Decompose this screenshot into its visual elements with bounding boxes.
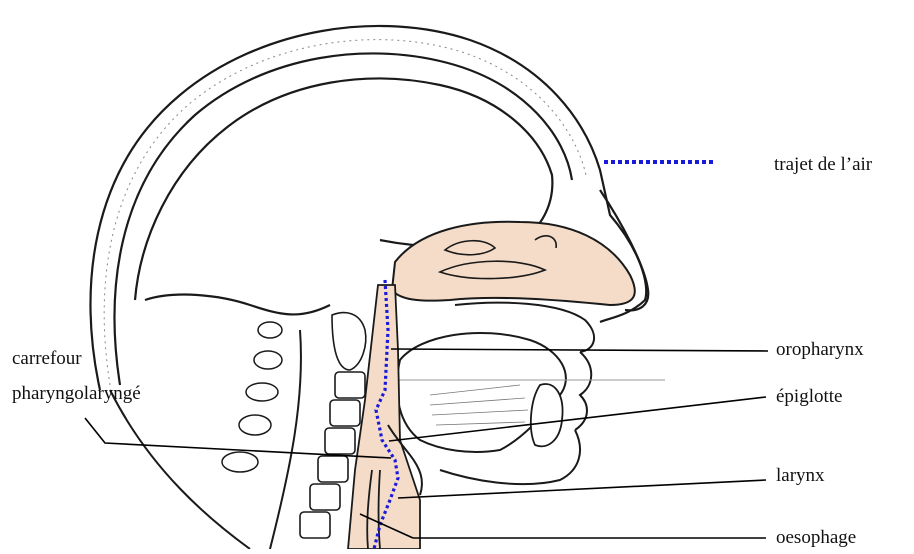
mandible bbox=[531, 384, 563, 446]
label-oropharynx: oropharynx bbox=[776, 339, 864, 360]
leader-larynx bbox=[398, 480, 766, 498]
legend: trajet de l’air bbox=[604, 154, 873, 175]
legend-air-label: trajet de l’air bbox=[774, 154, 873, 175]
label-larynx: larynx bbox=[776, 465, 825, 486]
label-carrefour-1: carrefour bbox=[12, 348, 82, 369]
skull-outline bbox=[90, 26, 646, 390]
label-epiglotte: épiglotte bbox=[776, 386, 842, 407]
label-carrefour-2: pharyngolaryngé bbox=[12, 383, 141, 404]
nasal-cavity bbox=[392, 222, 635, 305]
label-oesophage: oesophage bbox=[776, 527, 856, 548]
